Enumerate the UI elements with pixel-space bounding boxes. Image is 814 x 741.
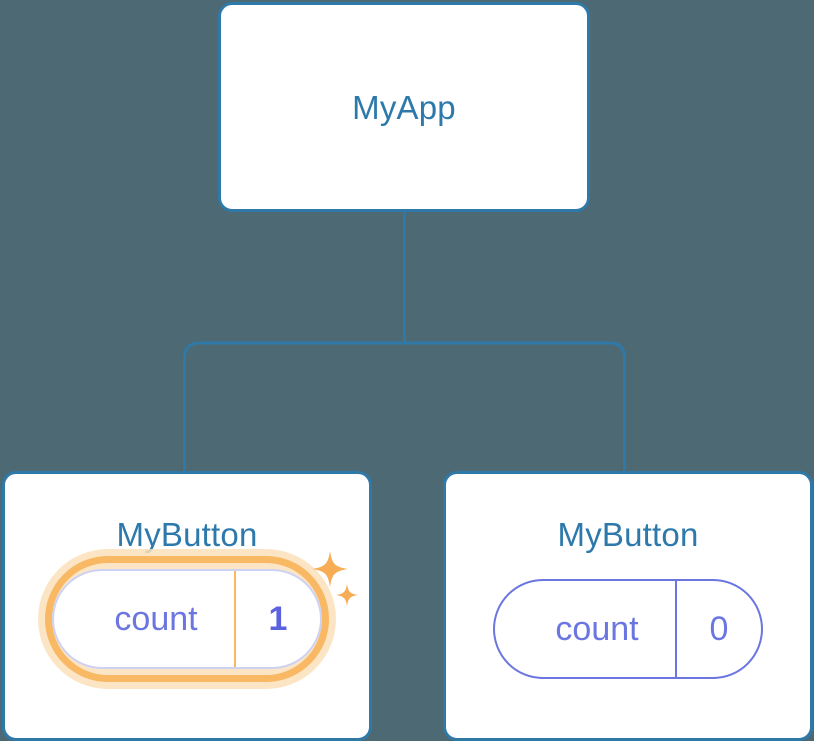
state-pill-right-value: 0 [675, 581, 761, 677]
state-pill-left-wrapper: count 1 [38, 549, 358, 689]
state-pill-left[interactable]: count 1 [52, 569, 322, 669]
state-pill-right-key: count [555, 610, 639, 648]
highlight-ring [45, 556, 329, 682]
node-mybutton-right[interactable]: MyButton count 0 [443, 471, 813, 741]
state-pill-right-wrapper: count 0 [493, 579, 763, 679]
node-myapp-title: MyApp [352, 88, 456, 126]
node-myapp[interactable]: MyApp [218, 2, 590, 212]
sparkle-group [312, 551, 358, 606]
state-pill-left-value: 1 [234, 571, 320, 667]
node-mybutton-right-title: MyButton [557, 516, 699, 553]
state-pill-left-key: count [114, 600, 198, 638]
connector-child-bus [183, 341, 626, 471]
sparkle-small-icon [336, 584, 358, 606]
node-mybutton-left-title: MyButton [116, 516, 258, 553]
node-mybutton-left[interactable]: MyButton count 1 [2, 471, 372, 741]
state-pill-right[interactable]: count 0 [493, 579, 763, 679]
sparkle-large-icon [312, 551, 348, 587]
